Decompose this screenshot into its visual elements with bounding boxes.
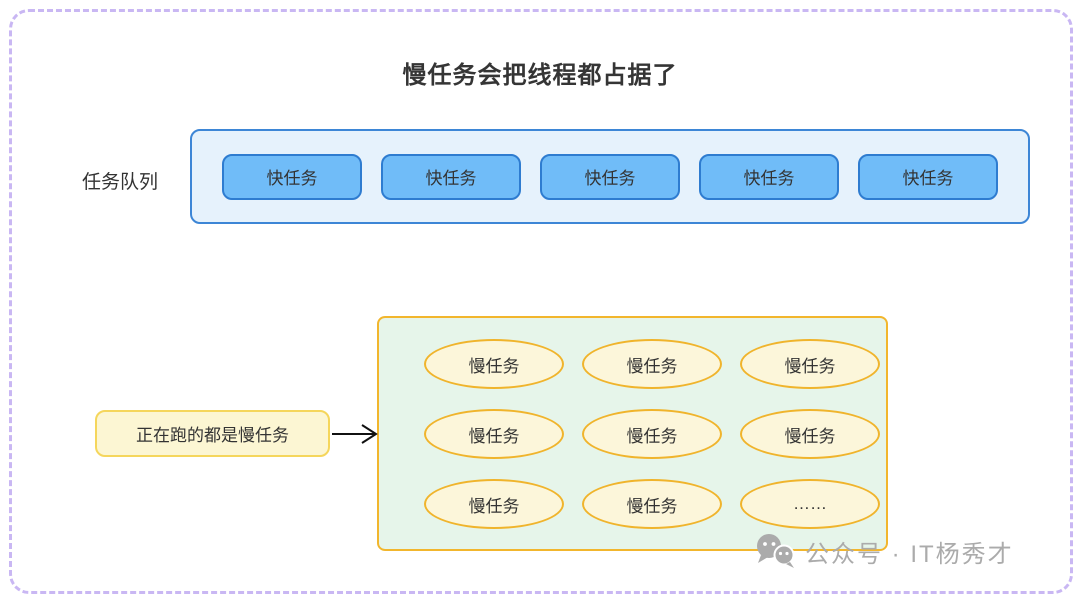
arrow-right-icon [332, 424, 378, 444]
fast-task-node: 快任务 [222, 153, 362, 200]
fast-task-node: 快任务 [858, 153, 998, 200]
slow-task-node-ellipsis: …… [740, 479, 880, 529]
slow-task-node: 慢任务 [424, 479, 564, 529]
dashed-frame [9, 9, 1073, 594]
fast-task-node: 快任务 [381, 153, 521, 200]
slow-task-node: 慢任务 [424, 339, 564, 389]
fast-task-node: 快任务 [699, 153, 839, 200]
wechat-icon [757, 534, 795, 568]
slow-task-node: 慢任务 [740, 409, 880, 459]
slow-task-node: 慢任务 [582, 339, 722, 389]
thread-pool-container: 慢任务 慢任务 慢任务 慢任务 慢任务 慢任务 慢任务 慢任务 …… [377, 316, 888, 551]
watermark: 公众号 · IT杨秀才 [755, 533, 1014, 569]
watermark-text: 公众号 · IT杨秀才 [805, 540, 1014, 568]
slow-task-node: 慢任务 [740, 339, 880, 389]
slow-task-node: 慢任务 [582, 409, 722, 459]
task-queue-container: 快任务 快任务 快任务 快任务 快任务 [190, 129, 1030, 224]
task-queue-label: 任务队列 [82, 172, 159, 193]
page-title: 慢任务会把线程都占据了 [402, 62, 678, 89]
slow-task-node: 慢任务 [424, 409, 564, 459]
callout-box: 正在跑的都是慢任务 [95, 410, 330, 457]
slow-task-node: 慢任务 [582, 479, 722, 529]
fast-task-node: 快任务 [540, 153, 680, 200]
